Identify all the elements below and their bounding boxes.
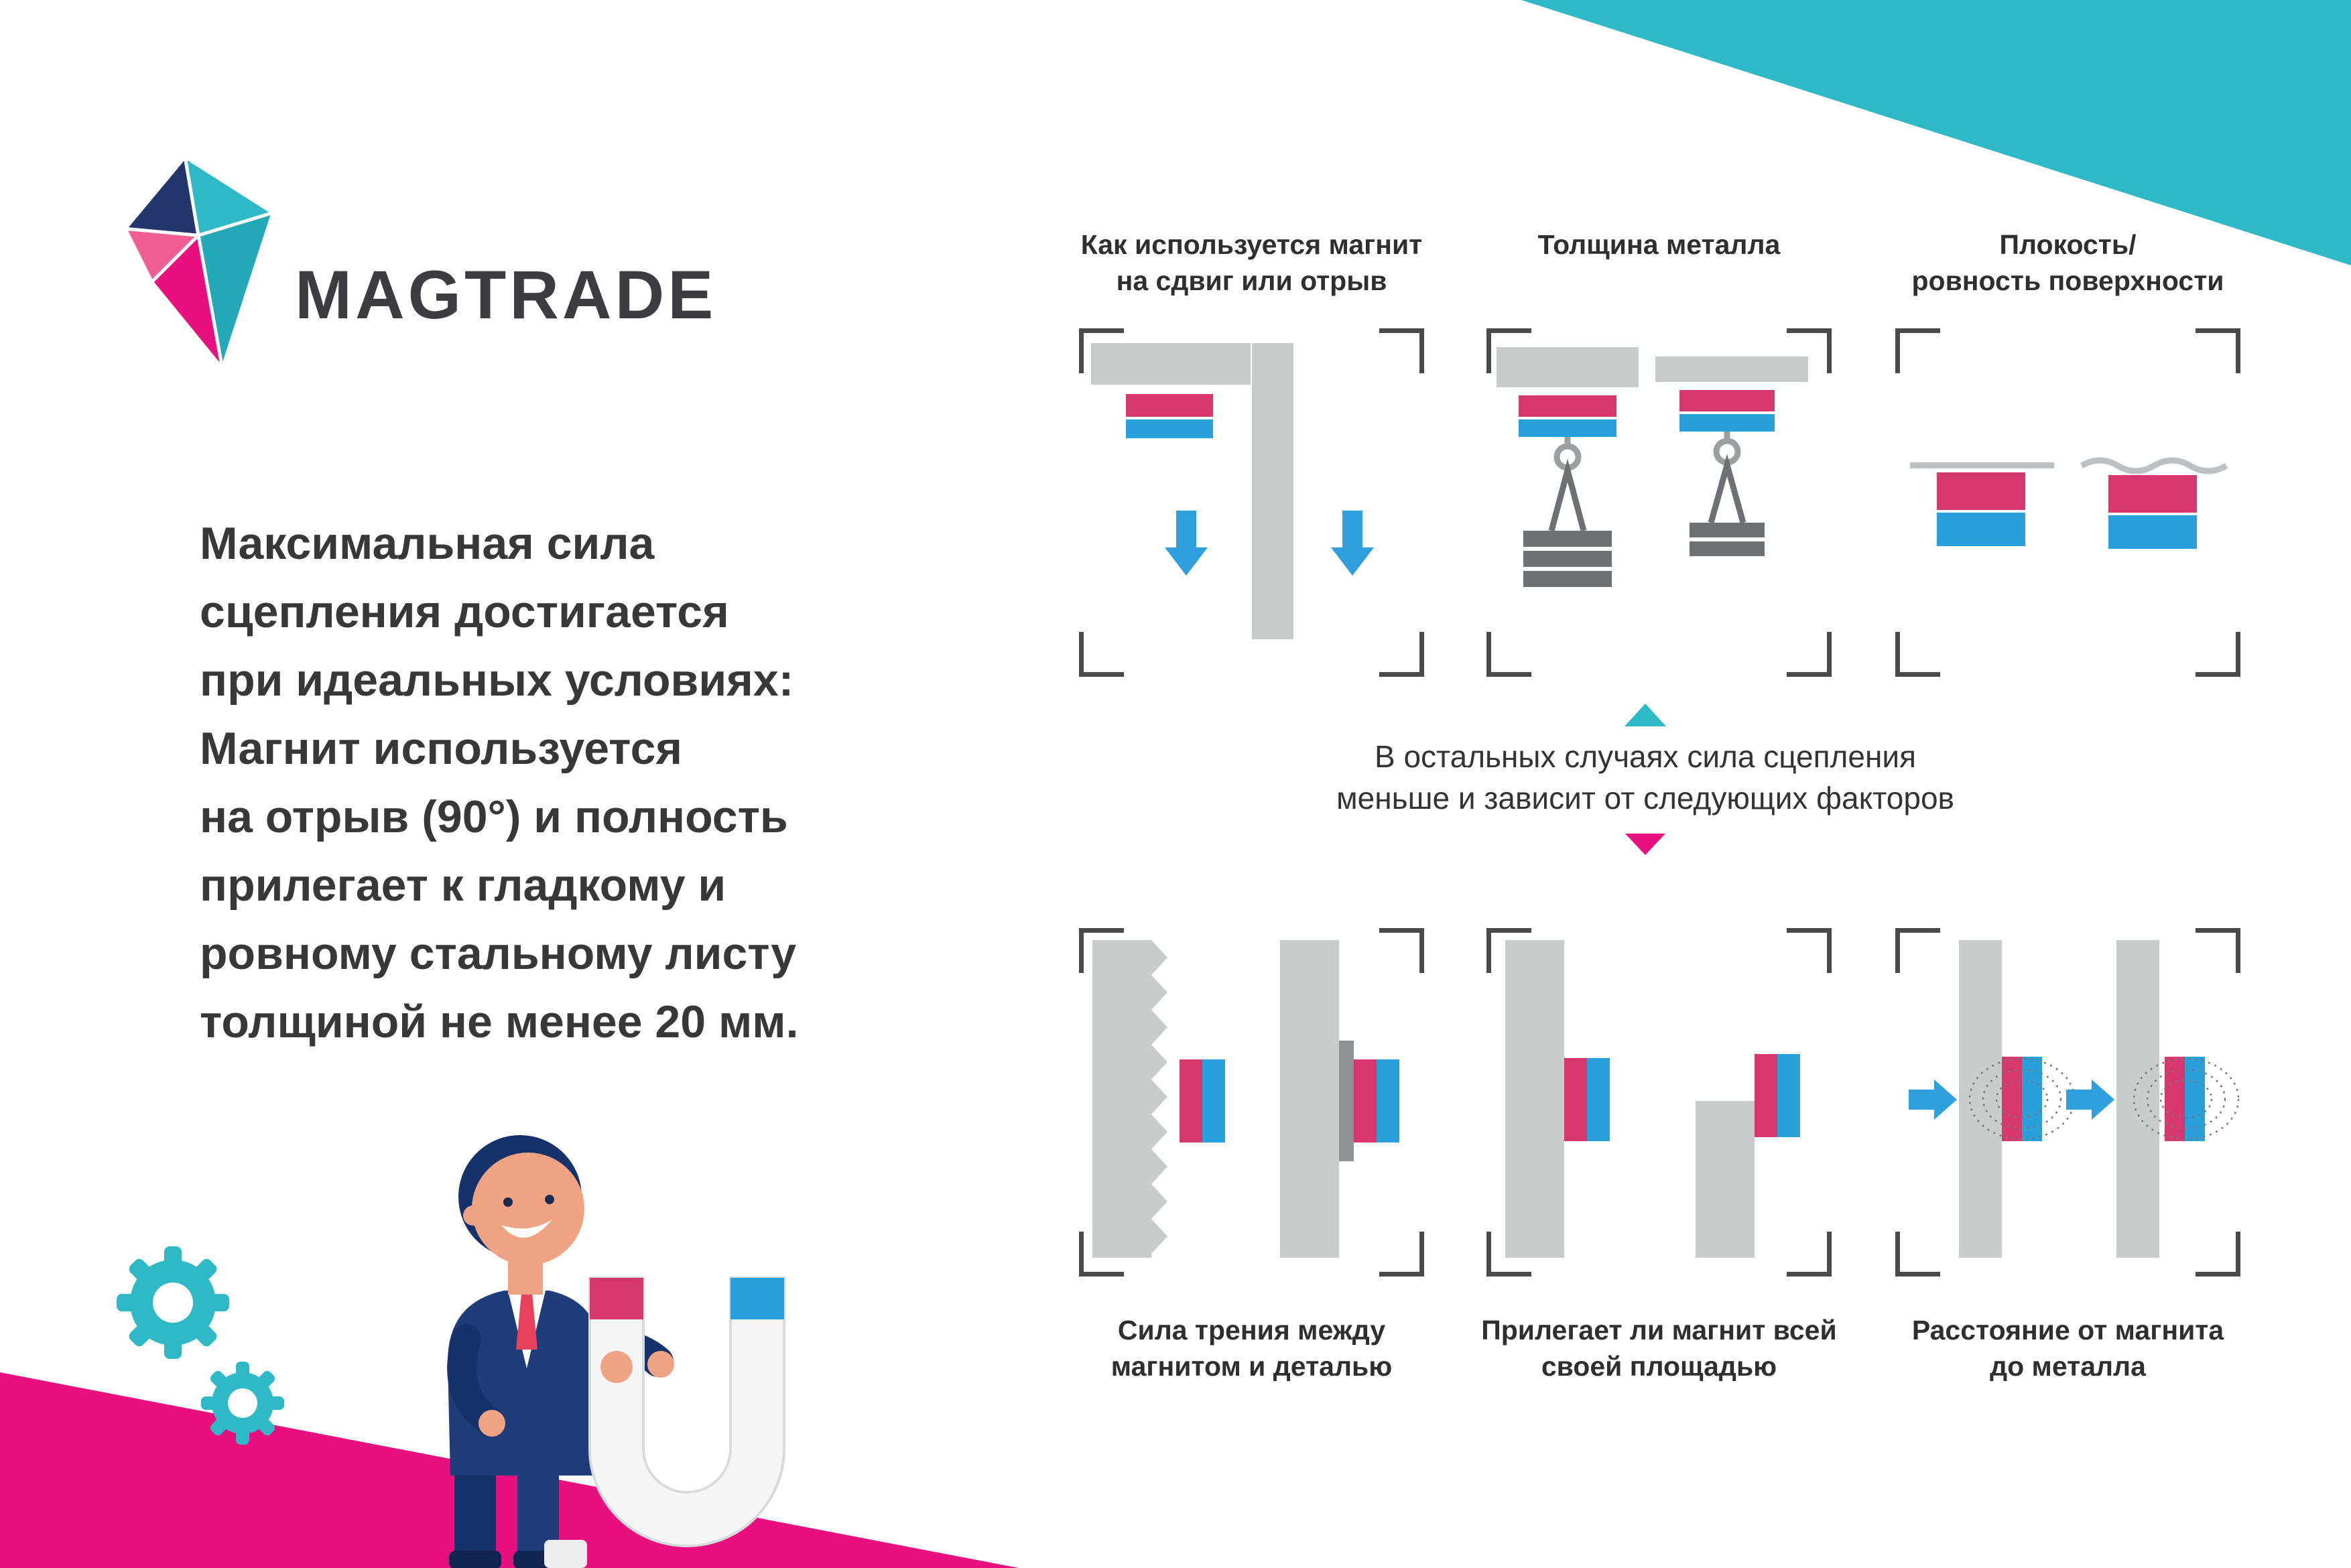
- horseshoe-magnet-icon: [588, 1277, 785, 1547]
- steel-plate-horizontal: [1091, 343, 1251, 385]
- spacer-strip: [1339, 1041, 1354, 1161]
- magnet-icon: [1180, 1059, 1225, 1142]
- frame-corner: [1486, 328, 1531, 373]
- frame-corner: [1379, 328, 1424, 373]
- flat-surface-line: [1910, 462, 2054, 468]
- arrow-down-icon: [1165, 511, 1208, 576]
- frame-corner: [2196, 1232, 2240, 1277]
- tag: [544, 1540, 587, 1568]
- frame-corner: [1379, 1232, 1424, 1277]
- frame-corner: [1787, 328, 1832, 373]
- panel-3-frame: [1895, 328, 2240, 677]
- frame-corner: [1079, 328, 1124, 373]
- man-smile: [501, 1220, 552, 1238]
- magnet-icon: [1679, 390, 1775, 432]
- arrow-right-icon: [1909, 1080, 1957, 1120]
- panel-1-title: Как используется магнит на сдвиг или отр…: [1080, 229, 1423, 296]
- panel-5-frame: [1486, 928, 1832, 1277]
- frame-corner: [1486, 632, 1531, 677]
- magnet-icon: [1564, 1058, 1610, 1141]
- panel-2-diagram: [1497, 347, 1808, 587]
- gears-decoration: [117, 1246, 284, 1445]
- wavy-surface-line: [2080, 457, 2228, 474]
- weight-icon: [1690, 523, 1765, 556]
- man-right-hand: [600, 1351, 633, 1383]
- thin-plate: [1655, 356, 1808, 382]
- logo-text: MAGTRADE: [295, 257, 717, 333]
- magnet-icon: [2002, 1057, 2042, 1141]
- corner-decoration-teal: [1521, 0, 2351, 265]
- frame-corner: [1895, 632, 1940, 677]
- frame-corner: [2196, 328, 2240, 373]
- gear-icon: [201, 1362, 284, 1445]
- panel-6-title: Расстояние от магнита до металла: [1911, 1315, 2224, 1382]
- frame-corner: [1379, 632, 1424, 677]
- triangle-up-icon: [1625, 704, 1666, 726]
- magnet-icon: [2165, 1057, 2205, 1141]
- frame-corner: [1787, 1232, 1832, 1277]
- panel-5-diagram: [1505, 940, 1800, 1258]
- panel-5-title: Прилегает ли магнит всей своей площадью: [1481, 1315, 1837, 1382]
- intro-text: Максимальная сила сцепления достигается …: [200, 518, 799, 1047]
- frame-corner: [1895, 928, 1940, 973]
- frame-corner: [1895, 328, 1940, 373]
- magnet-icon: [2108, 475, 2197, 549]
- panel-4-diagram: [1092, 940, 1399, 1258]
- gear-icon: [117, 1246, 229, 1359]
- panel-4-title: Сила трения между магнитом и деталью: [1110, 1315, 1393, 1382]
- frame-corner: [1079, 1232, 1124, 1277]
- magnet-icon: [1126, 394, 1213, 438]
- panel-6-frame: [1895, 928, 2240, 1277]
- arrow-right-icon: [2066, 1080, 2114, 1120]
- panel-2-title: Толщина металла: [1537, 229, 1781, 260]
- thick-plate: [1497, 347, 1639, 387]
- frame-corner: [1079, 632, 1124, 677]
- panel-3-title: Плокость/ ровность поверхности: [1911, 229, 2224, 296]
- smooth-plate: [1280, 940, 1339, 1258]
- frame-corner: [1787, 632, 1832, 677]
- rough-plate: [1092, 940, 1167, 1258]
- frame-corner: [1787, 928, 1832, 973]
- frame-corner: [1079, 928, 1124, 973]
- arrow-down-icon: [1331, 511, 1374, 576]
- panel-1-diagram: [1091, 343, 1374, 639]
- weight-handle: [1708, 454, 1746, 524]
- tall-plate: [1505, 940, 1564, 1258]
- frame-corner: [1379, 928, 1424, 973]
- steel-plate: [1959, 940, 2002, 1258]
- middle-note: В остальных случаях сила сцепления меньш…: [1336, 739, 1954, 815]
- logo-mark-icon: [123, 155, 275, 371]
- steel-plate: [2116, 940, 2159, 1258]
- panel-2-frame: [1486, 328, 1832, 677]
- man-with-magnet-illustration: [447, 1135, 785, 1568]
- triangle-down-icon: [1625, 834, 1665, 855]
- magnet-icon: [1755, 1054, 1800, 1137]
- frame-corner: [1895, 1232, 1940, 1277]
- frame-corner: [2196, 632, 2240, 677]
- magnet-icon: [1519, 395, 1616, 437]
- short-plate: [1696, 1101, 1755, 1258]
- panel-3-diagram: [1910, 457, 2228, 549]
- man-figure: [447, 1135, 674, 1568]
- frame-corner: [1486, 928, 1531, 973]
- weight-handle: [1548, 458, 1587, 532]
- frame-corner: [2196, 928, 2240, 973]
- field-lines-icon: [2133, 1057, 2240, 1140]
- frame-corner: [1486, 1232, 1531, 1277]
- magnet-icon: [1354, 1059, 1399, 1142]
- weight-icon: [1523, 531, 1612, 587]
- magnet-icon: [1937, 472, 2025, 546]
- steel-plate-vertical: [1252, 343, 1293, 639]
- panel-1-frame: [1079, 328, 1424, 677]
- panel-6-diagram: [1909, 940, 2240, 1258]
- man-face: [472, 1153, 584, 1265]
- panel-4-frame: [1079, 928, 1424, 1277]
